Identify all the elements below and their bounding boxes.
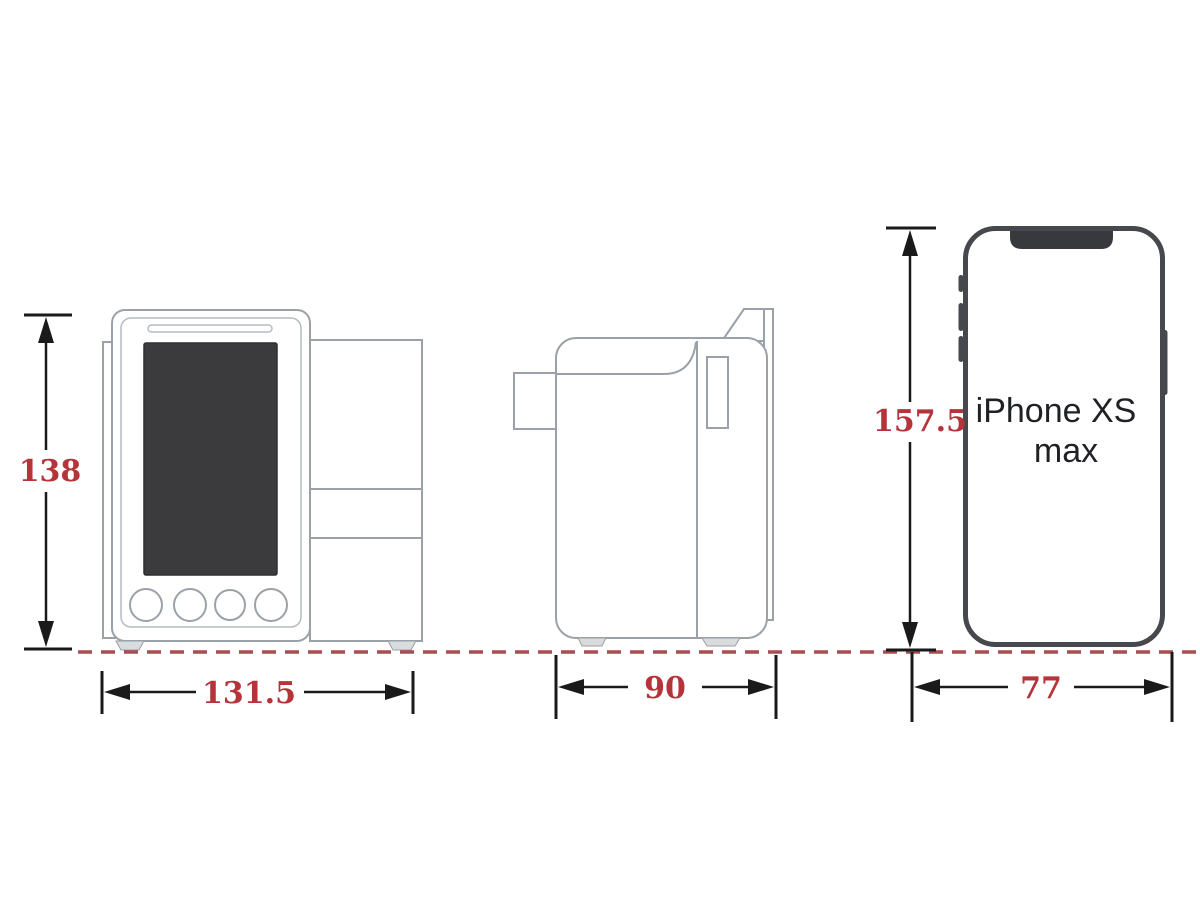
dim-1575-arrow-up [902, 230, 918, 256]
dim-138-label: 138 [19, 454, 82, 489]
front-foot-left [115, 640, 145, 651]
dimension-phone-width: 77 [910, 652, 1174, 722]
phone-body-outline [963, 226, 1165, 647]
front-button-1 [129, 588, 163, 622]
front-view [102, 309, 423, 651]
screen [143, 342, 278, 576]
side-probe-block [513, 372, 559, 430]
dim-138-arrow-up [38, 317, 54, 343]
side-view [513, 308, 774, 647]
dimension-side-width: 90 [554, 655, 778, 719]
dim-77-arrow-right [1144, 679, 1170, 695]
phone-volume-down-button [958, 336, 964, 362]
speaker-slot [147, 324, 273, 333]
front-foot-right [387, 640, 417, 651]
front-side-module [309, 339, 423, 642]
front-button-3 [214, 589, 246, 621]
phone-mute-switch [958, 275, 964, 292]
phone-name-line2: max [1034, 432, 1098, 470]
front-button-4 [254, 588, 288, 622]
dimension-front-width: 131.5 [100, 671, 415, 714]
dim-1315-arrow-left [104, 684, 130, 700]
dim-90-arrow-right [748, 679, 774, 695]
side-rear-bracket [720, 308, 765, 342]
side-top-lobe-seam [557, 341, 697, 375]
phone-notch [1010, 231, 1113, 249]
phone-view: iPhone XS max [958, 226, 1168, 647]
dim-138-arrow-down [38, 621, 54, 647]
front-inner-panel [120, 317, 302, 628]
dim-90-label: 90 [644, 671, 686, 706]
front-button-2 [173, 588, 207, 622]
side-foot-left [577, 637, 607, 647]
phone-volume-up-button [958, 303, 964, 331]
side-body-outline [555, 337, 768, 639]
dimension-phone-height: 157.5 [873, 226, 967, 652]
dim-1575-label: 157.5 [873, 404, 967, 439]
side-foot-right [701, 637, 741, 647]
dim-1315-arrow-right [385, 684, 411, 700]
dimension-front-height: 138 [19, 313, 82, 651]
phone-name-line1: iPhone XS [976, 392, 1137, 430]
dim-90-arrow-left [558, 679, 584, 695]
dim-77-label: 77 [1020, 671, 1062, 706]
side-rear-slot [706, 356, 729, 429]
dim-77-arrow-left [914, 679, 940, 695]
dim-1315-label: 131.5 [202, 676, 296, 711]
dim-1575-arrow-down [902, 622, 918, 648]
